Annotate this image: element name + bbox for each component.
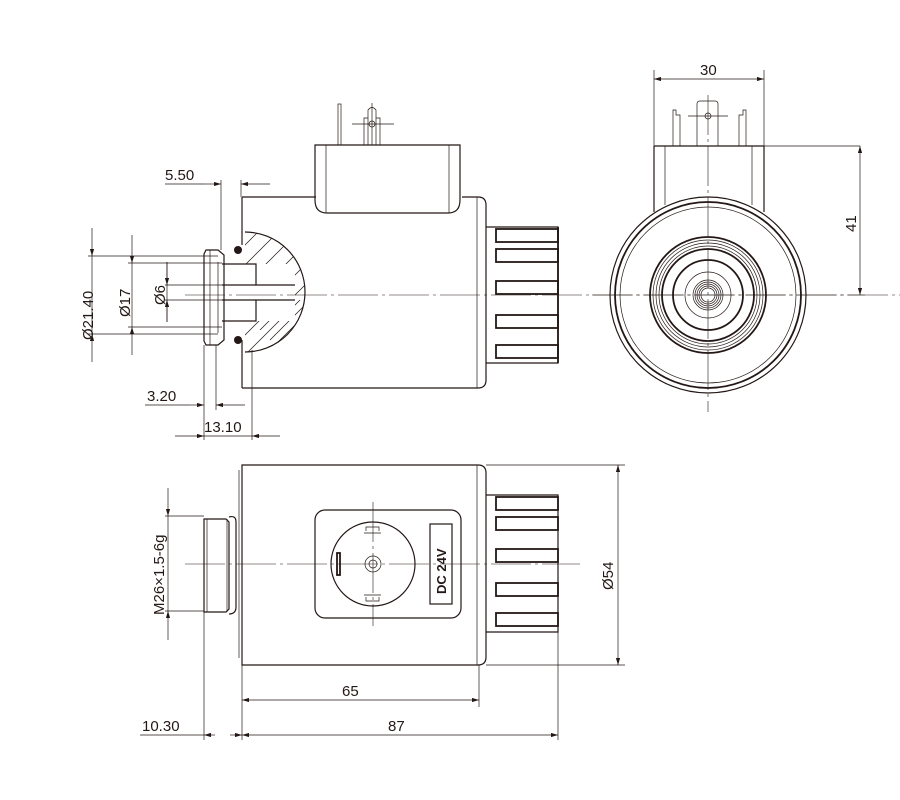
dim-bore-dia: Ø6 xyxy=(152,262,222,322)
dim-inner-dia: Ø17 xyxy=(117,235,222,355)
dim-total-length: 87 xyxy=(242,632,559,740)
dim-nut-thickness: 3.20 xyxy=(145,345,245,440)
dim-outer-thread-dia: Ø21.40 xyxy=(80,228,218,362)
dim-connector-width-label: 30 xyxy=(700,62,717,79)
end-view: 30 41 xyxy=(592,62,865,412)
o-ring-top xyxy=(234,246,242,254)
coil-body-top xyxy=(241,464,487,666)
side-section-view: 5.50 Ø21.40 Ø17 Ø6 xyxy=(80,103,900,440)
dim-thread-spec-label: M26×1.5-6g xyxy=(151,535,168,615)
o-ring-bottom xyxy=(234,336,242,344)
nut xyxy=(203,246,242,346)
voltage-plate-label: DC 24V xyxy=(434,548,449,594)
dim-body-length-label: 65 xyxy=(342,683,359,700)
connector-housing xyxy=(314,103,461,214)
dim-body-dia-label: Ø54 xyxy=(600,562,617,590)
dim-flange-width-label: 5.50 xyxy=(165,167,194,184)
dim-body-length: 65 xyxy=(241,665,480,740)
dim-outer-thread-dia-label: Ø21.40 xyxy=(80,291,97,340)
dim-nut-length-label: 10.30 xyxy=(142,718,180,735)
dim-nut-length: 10.30 xyxy=(140,612,242,740)
dim-body-dia: Ø54 xyxy=(486,464,625,666)
dim-connector-height-label: 41 xyxy=(843,215,860,232)
dim-flange-width: 5.50 xyxy=(165,167,270,250)
top-view: DC 24V M26×1.5-6g xyxy=(140,464,625,740)
thread-nut-top xyxy=(203,515,237,615)
dim-total-length-label: 87 xyxy=(388,718,405,735)
coil-body-outline xyxy=(242,196,487,389)
dim-connector-height: 41 xyxy=(764,145,863,295)
dim-thread-spec: M26×1.5-6g xyxy=(151,488,204,640)
dim-inner-dia-label: Ø17 xyxy=(117,289,134,317)
dim-nut-thickness-label: 3.20 xyxy=(147,388,176,405)
section-dome xyxy=(222,231,306,353)
finned-knob-top xyxy=(486,494,559,633)
dim-bore-dia-label: Ø6 xyxy=(152,285,169,305)
dim-connector-width: 30 xyxy=(653,62,765,146)
dim-nut-to-body-label: 13.10 xyxy=(204,419,242,436)
dim-nut-to-body: 13.10 xyxy=(175,350,280,440)
